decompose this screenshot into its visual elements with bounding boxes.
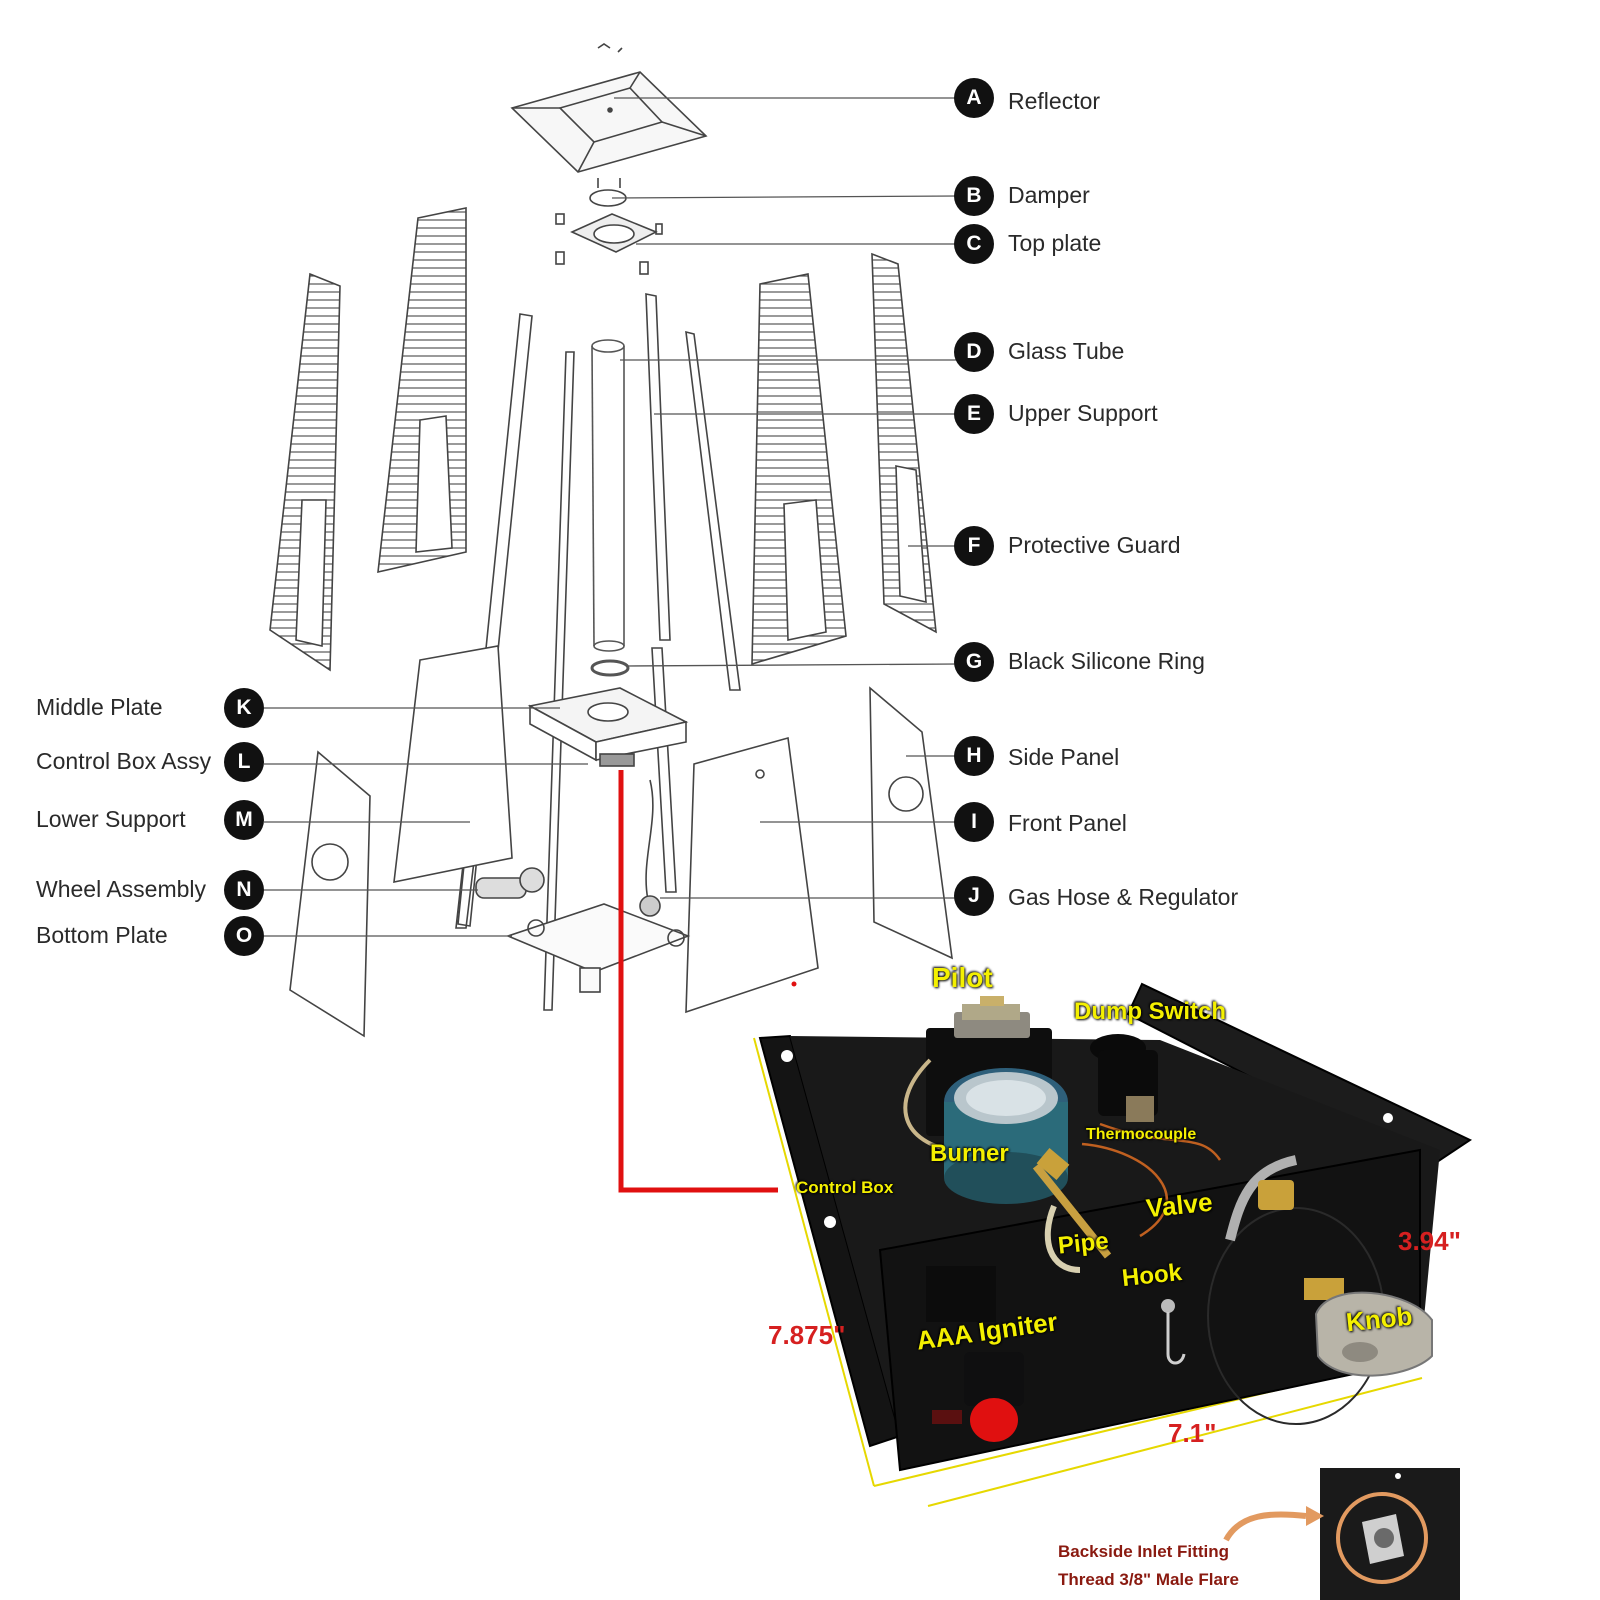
label-black-silicone-ring: Black Silicone Ring (1008, 648, 1205, 674)
badge-d: D (954, 332, 994, 372)
pilot-part (962, 996, 1020, 1020)
glass-tube-part (590, 339, 630, 677)
badge-o: O (224, 916, 264, 956)
dimension-height: 3.94" (1398, 1226, 1461, 1256)
dump-switch (1090, 1034, 1158, 1122)
label-protective-guard: Protective Guard (1008, 532, 1181, 558)
badge-b: B (954, 176, 994, 216)
label-top-plate: Top plate (1008, 230, 1102, 256)
badge-e: E (954, 394, 994, 434)
badge-m: M (224, 800, 264, 840)
badge-g: G (954, 642, 994, 682)
label-damper: Damper (1008, 182, 1090, 208)
badge-a: A (954, 78, 994, 118)
label-pipe: Pipe (1056, 1227, 1110, 1260)
gas-pipes (1032, 1122, 1344, 1300)
right-panels (685, 686, 953, 1014)
dimension-width: 7.1" (1168, 1418, 1217, 1448)
badge-k: K (224, 688, 264, 728)
label-control-box-assy: Control Box Assy (36, 748, 212, 774)
label-upper-support: Upper Support (1008, 400, 1158, 426)
label-gas-hose-regulator: Gas Hose & Regulator (1008, 884, 1239, 910)
leader-lines-left (264, 707, 588, 937)
badge-l: L (224, 742, 264, 782)
label-side-panel: Side Panel (1008, 744, 1120, 770)
dimension-depth: 7.875" (768, 1320, 846, 1350)
badge-c: C (954, 224, 994, 264)
igniter-part (932, 1352, 1024, 1442)
inlet-note-line2: Thread 3/8" Male Flare (1058, 1570, 1239, 1589)
label-glass-tube: Glass Tube (1008, 338, 1125, 364)
label-reflector: Reflector (1008, 88, 1101, 114)
inlet-inset (1223, 1468, 1460, 1600)
badge-i: I (954, 802, 994, 842)
protective-guard-parts (269, 207, 937, 672)
damper-topplate-part (555, 178, 663, 275)
middle-plate-part (527, 687, 689, 767)
leader-lines-right (611, 97, 959, 899)
label-front-panel: Front Panel (1008, 810, 1127, 836)
inlet-note-line1: Backside Inlet Fitting (1058, 1542, 1229, 1561)
badge-h: H (954, 736, 994, 776)
control-box-callout-line (618, 770, 797, 1193)
label-thermocouple: Thermocouple (1086, 1126, 1197, 1143)
badge-j: J (954, 876, 994, 916)
label-burner: Burner (930, 1140, 1009, 1167)
reflector-part (510, 43, 708, 173)
label-pilot: Pilot (932, 962, 993, 993)
label-control-box: Control Box (796, 1178, 894, 1197)
label-bottom-plate: Bottom Plate (36, 922, 168, 948)
badge-n: N (224, 870, 264, 910)
hook-part (1161, 1299, 1186, 1365)
label-wheel-assembly: Wheel Assembly (36, 876, 207, 902)
badge-f: F (954, 526, 994, 566)
label-dump-switch: Dump Switch (1074, 998, 1227, 1025)
knob-part (1314, 1291, 1433, 1377)
label-lower-support: Lower Support (36, 806, 186, 832)
bottom-plate-part (475, 779, 691, 993)
label-middle-plate: Middle Plate (36, 694, 163, 720)
